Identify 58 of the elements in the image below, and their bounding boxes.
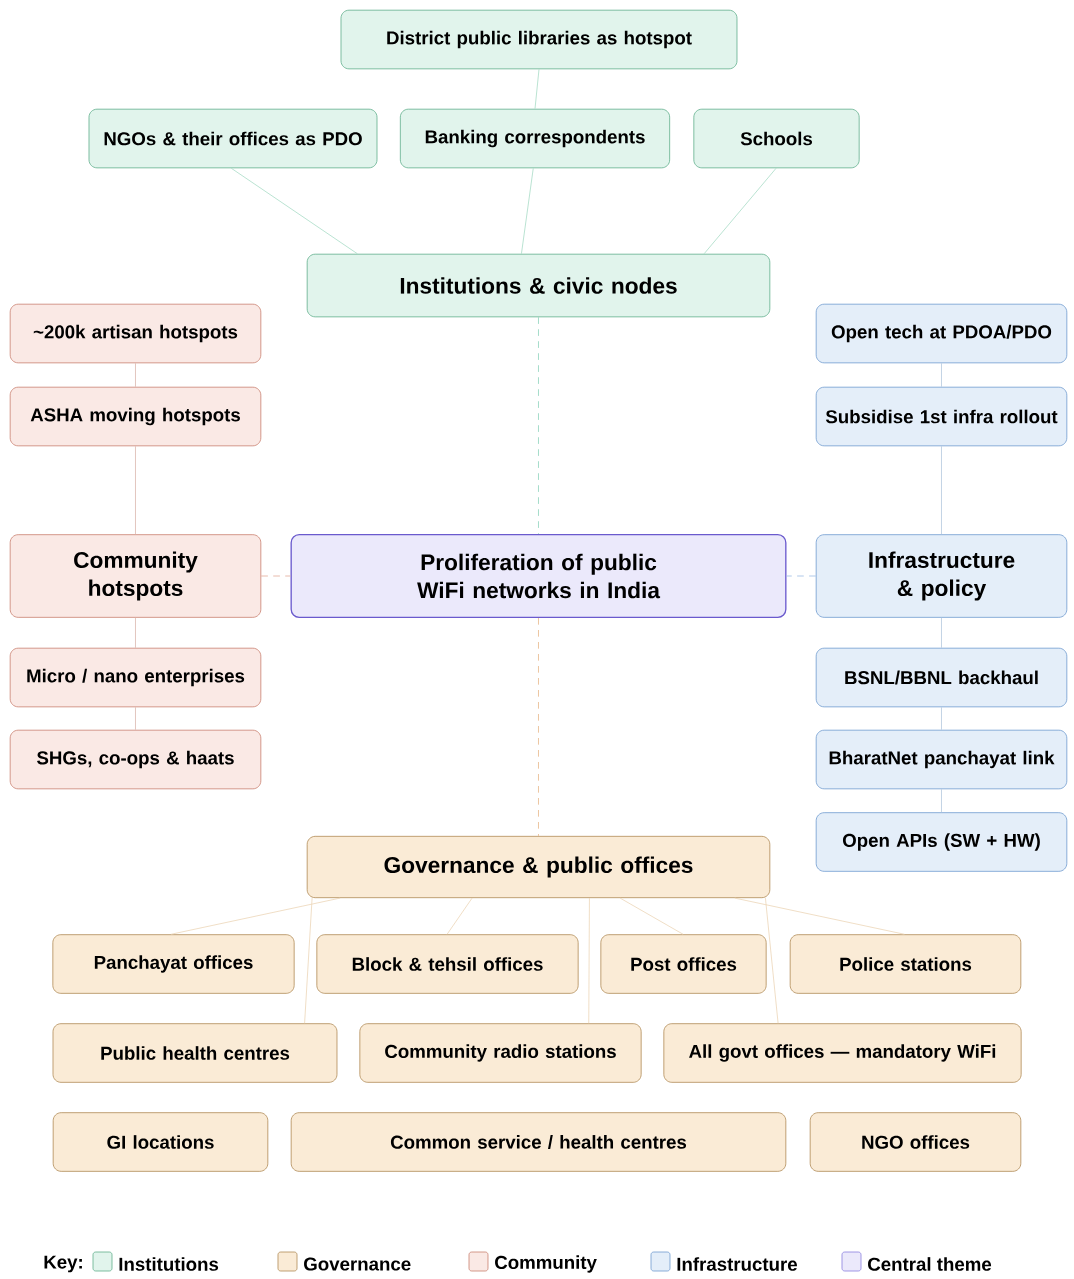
connector-line — [135, 706, 136, 731]
hub-box: Institutions & civic nodes — [306, 253, 771, 318]
topic-box: Banking correspondents — [399, 108, 671, 169]
topic-box: Post offices — [600, 934, 767, 994]
connector-line — [135, 445, 136, 535]
connector-line — [786, 575, 817, 577]
connector-line — [135, 617, 136, 649]
legend-label: Community — [495, 1255, 597, 1273]
connector-line — [534, 68, 540, 110]
topic-box: Police stations — [789, 934, 1022, 994]
connector-line — [588, 897, 590, 1024]
connector-line — [765, 897, 779, 1024]
topic-box: Micro / nano enterprises — [9, 647, 262, 708]
topic-box: ~200k artisan hotspots — [9, 303, 262, 364]
topic-box: ASHA moving hotspots — [9, 386, 262, 447]
connector-line — [260, 575, 291, 577]
connector-line — [135, 362, 136, 388]
hub-box: Infrastructure & policy — [815, 534, 1068, 618]
topic-box: All govt offices — mandatory WiFi — [663, 1023, 1022, 1083]
topic-box: Open tech at PDOA/PDO — [815, 303, 1068, 364]
topic-box: Block & tehsil offices — [316, 934, 579, 994]
topic-box: Schools — [693, 108, 860, 169]
legend-label: Infrastructure — [677, 1257, 797, 1271]
central-theme-box: Proliferation of public WiFi networks in India — [290, 534, 787, 618]
connector-line — [230, 167, 358, 255]
hub-box: Governance & public offices — [306, 835, 771, 899]
connector-line — [703, 167, 777, 255]
topic-box: Panchayat offices — [52, 934, 295, 994]
topic-box: District public libraries as hotspot — [340, 9, 738, 70]
topic-box: Public health centres — [52, 1023, 338, 1083]
connector-line — [619, 897, 684, 935]
legend-label: Central theme — [868, 1257, 992, 1271]
legend-label: Governance — [304, 1257, 411, 1271]
connector-line — [734, 897, 905, 935]
hub-box: Community hotspots — [9, 534, 262, 618]
topic-box: NGOs & their offices as PDO — [88, 108, 378, 169]
topic-box: Open APIs (SW + HW) — [815, 812, 1068, 872]
topic-box: GI locations — [52, 1112, 269, 1172]
topic-box: Community radio stations — [359, 1023, 642, 1083]
connector-line — [941, 706, 942, 731]
connector-line — [446, 897, 473, 935]
connector-line — [538, 617, 539, 837]
connector-line — [304, 897, 313, 1024]
topic-box: NGO offices — [809, 1112, 1022, 1172]
topic-box: BharatNet panchayat link — [815, 729, 1068, 790]
connector-line — [521, 167, 534, 255]
topic-box: SHGs, co-ops & haats — [9, 729, 262, 790]
key-label: Key: — [44, 1255, 82, 1273]
topic-box: Common service / health centres — [290, 1112, 787, 1172]
connector-line — [941, 788, 942, 813]
connector-line — [941, 362, 942, 388]
topic-box: Subsidise 1st infra rollout — [815, 386, 1068, 447]
topic-box: BSNL/BBNL backhaul — [815, 647, 1068, 708]
connector-line — [941, 617, 942, 649]
connector-line — [170, 897, 341, 935]
connector-line — [941, 445, 942, 535]
connector-line — [538, 316, 539, 535]
legend-label: Institutions — [119, 1257, 219, 1271]
